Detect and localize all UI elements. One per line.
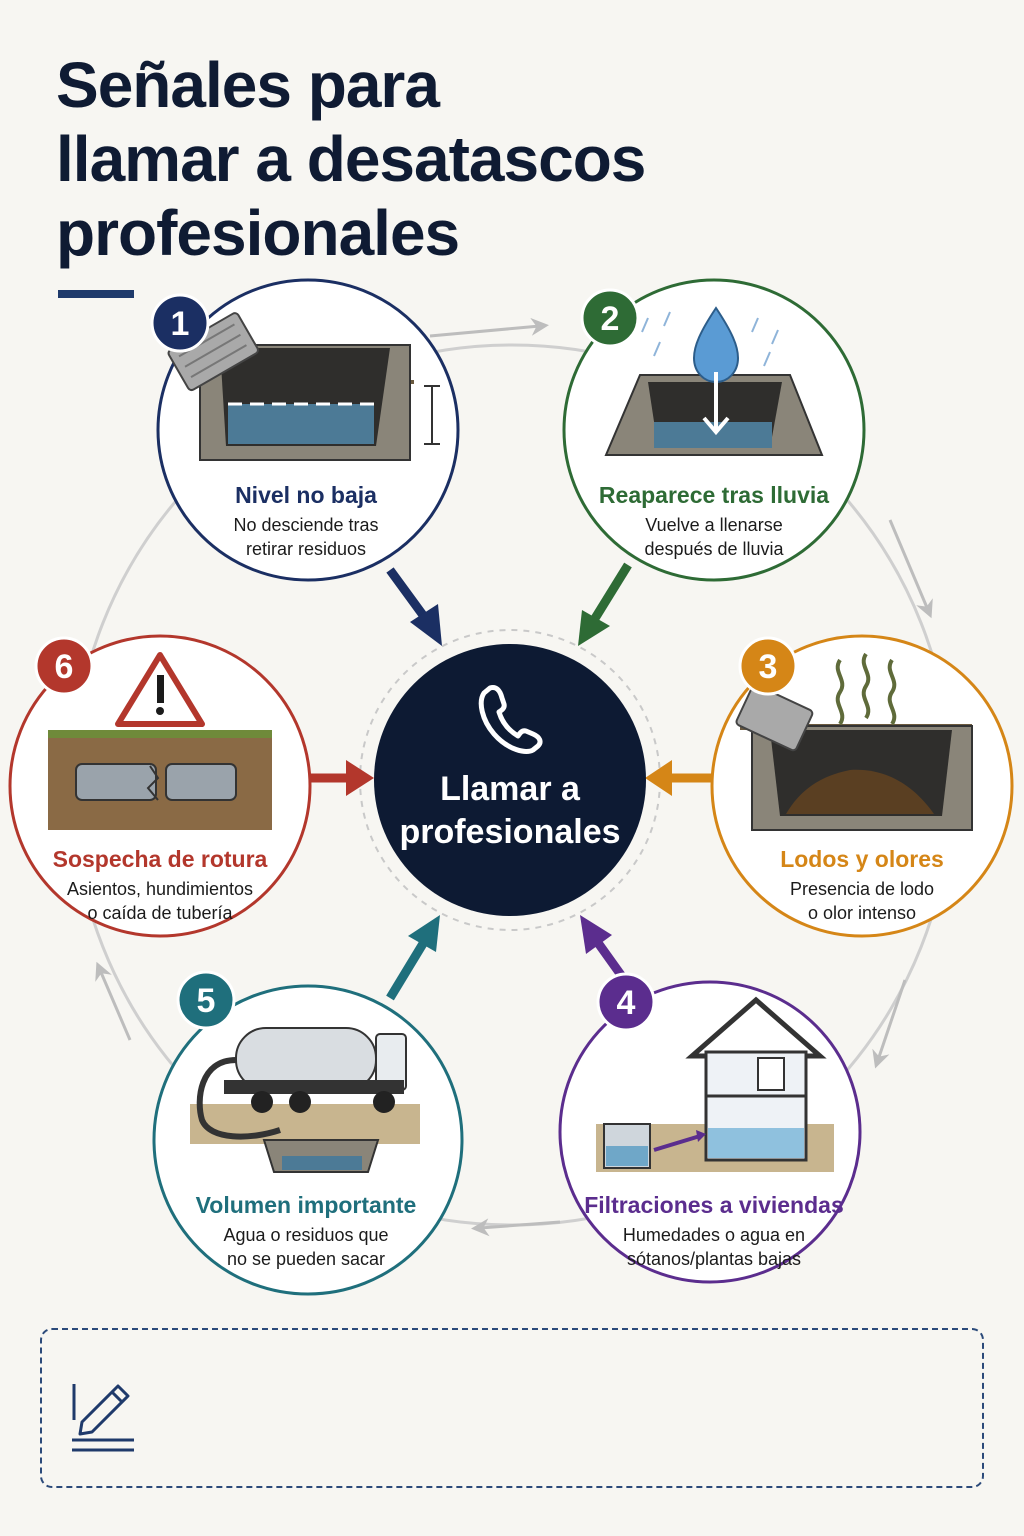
- signal-card-6: Sospecha de rotura Asientos, hundimiento…: [8, 634, 312, 938]
- signal-5-badge: [176, 970, 236, 1030]
- signal-1-desc-2: retirar residuos: [246, 539, 366, 559]
- signal-3-desc-2: o olor intenso: [808, 903, 916, 923]
- signal-4-number: 4: [617, 984, 636, 1022]
- broken-pipe-icon: [48, 652, 272, 830]
- signal-3-number: 3: [759, 648, 778, 686]
- signal-card-2: Reaparece tras lluvia Vuelve a llenarse …: [562, 278, 866, 582]
- signal-card-1: Nivel no baja No desciende tras retirar …: [150, 278, 460, 582]
- signal-6-title: Sospecha de rotura: [53, 846, 268, 872]
- signal-1-badge: [150, 293, 210, 353]
- signal-5-desc-2: no se pueden sacar: [227, 1249, 385, 1269]
- sludge-odor-icon: [735, 652, 973, 831]
- arrow-signal-6: [305, 760, 374, 796]
- signal-card-5: Volumen importante Agua o residuos que n…: [152, 970, 464, 1296]
- cycle-arrow: [888, 519, 933, 619]
- arrow-signal-3: [645, 760, 714, 796]
- signal-3-desc-1: Presencia de lodo: [790, 879, 934, 899]
- signal-3-badge: [738, 636, 798, 696]
- arrow-signal-2: [578, 562, 632, 646]
- title-line-2: llamar a desatascos: [56, 123, 646, 195]
- title-line-3: profesionales: [56, 197, 460, 269]
- signal-1-number: 1: [171, 305, 190, 343]
- title-underline: [58, 290, 134, 298]
- pencil-notes-icon: [72, 1384, 134, 1452]
- title-line-1: Señales para: [56, 49, 440, 121]
- tank-level-icon: [167, 312, 440, 461]
- arrow-signal-1: [386, 567, 442, 646]
- signal-5-title: Volumen importante: [196, 1192, 417, 1218]
- inward-arrows: [305, 562, 714, 1001]
- signal-6-desc-1: Asientos, hundimientos: [67, 879, 253, 899]
- signal-3-title: Lodos y olores: [780, 846, 944, 872]
- vacuum-truck-icon: [190, 1027, 420, 1173]
- phone-icon: [478, 685, 543, 754]
- rain-drop-icon: [604, 306, 824, 456]
- cycle-arrow: [872, 979, 907, 1069]
- cycle-arrow: [95, 961, 132, 1041]
- arrow-signal-5: [386, 915, 440, 1001]
- house-leak-icon: [596, 996, 834, 1172]
- signal-5-number: 5: [197, 982, 216, 1020]
- center-call-node: Llamar a profesionales: [374, 644, 646, 916]
- center-label-line-2: profesionales: [399, 813, 620, 851]
- signal-4-desc-1: Humedades o agua en: [623, 1225, 805, 1245]
- signal-1-desc-1: No desciende tras: [233, 515, 378, 535]
- signal-card-3: Lodos y olores Presencia de lodo o olor …: [710, 634, 1014, 938]
- signal-2-title: Reaparece tras lluvia: [599, 482, 829, 508]
- arrow-signal-4: [580, 915, 630, 985]
- cycle-arrow: [429, 317, 549, 338]
- signal-4-badge: [596, 972, 656, 1032]
- center-label-line-1: Llamar a: [440, 770, 581, 808]
- signal-2-desc-1: Vuelve a llenarse: [645, 515, 782, 535]
- page-title: Señales para llamar a desatascos profesi…: [56, 48, 756, 270]
- signal-6-number: 6: [55, 648, 74, 686]
- signal-1-title: Nivel no baja: [235, 482, 377, 508]
- signal-2-desc-2: después de lluvia: [644, 539, 784, 559]
- signal-4-desc-2: sótanos/plantas bajas: [627, 1249, 801, 1269]
- signal-5-desc-1: Agua o residuos que: [223, 1225, 388, 1245]
- signal-6-desc-2: o caída de tubería: [87, 903, 233, 923]
- signal-2-number: 2: [601, 300, 620, 338]
- notes-box[interactable]: [40, 1328, 984, 1488]
- cycle-arrow: [471, 1218, 561, 1237]
- signal-2-badge: [580, 288, 640, 348]
- signal-6-badge: [34, 636, 94, 696]
- signal-4-title: Filtraciones a viviendas: [584, 1192, 844, 1218]
- signal-card-4: Filtraciones a viviendas Humedades o agu…: [558, 972, 862, 1284]
